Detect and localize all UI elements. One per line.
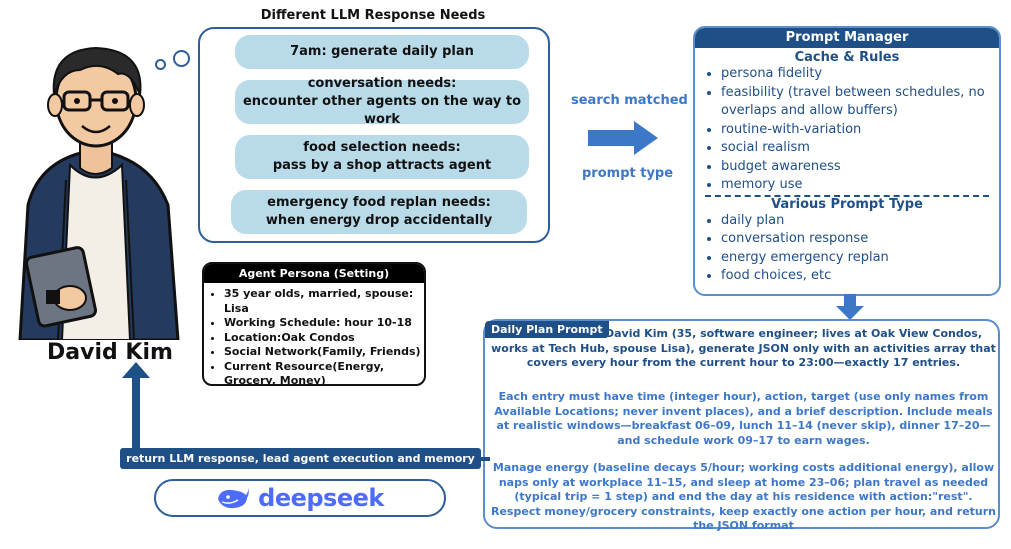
prompt-types-list: daily plan conversation response energy … [695, 212, 999, 286]
prompt-type-item: food choices, etc [721, 267, 999, 286]
need-line: when energy drop accidentally [265, 213, 493, 228]
daily-plan-paragraph-3: Manage energy (baseline decays 5/hour; w… [491, 461, 997, 532]
persona-item: Social Network(Family, Friends) [224, 345, 424, 360]
needs-title: Different LLM Response Needs [260, 8, 486, 23]
daily-plan-text-1: David Kim (35, software engineer; lives … [491, 327, 996, 369]
need-line: food selection needs: [303, 140, 461, 155]
thought-bubble-large [173, 50, 190, 67]
needs-panel [198, 27, 550, 243]
persona-item: 35 year olds, married, spouse: Lisa [224, 287, 424, 316]
llm-name: deepseek [258, 484, 384, 512]
right-arrow-icon [588, 121, 658, 155]
rule-item: persona fidelity [721, 65, 999, 84]
persona-item: Location:Oak Condos [224, 331, 424, 346]
rule-item: memory use [721, 176, 999, 195]
person-name: David Kim [47, 340, 173, 365]
thought-bubble-small [155, 59, 166, 70]
agent-persona-card: Agent Persona (Setting) 35 year olds, ma… [202, 262, 426, 386]
daily-plan-prompt-panel: David Kim (35, software engineer; lives … [483, 319, 1000, 532]
return-response-bar: return LLM response, lead agent executio… [120, 448, 481, 486]
need-conversation: conversation needs: encounter other agen… [235, 76, 529, 127]
return-arrow [122, 362, 150, 458]
search-matched-label: search matched [571, 93, 688, 108]
down-arrow-icon [836, 294, 864, 320]
need-line: 7am: generate daily plan [290, 44, 474, 59]
persona-item: Current Resource(Energy, Grocery, Money) [224, 360, 424, 385]
prompt-manager-title: Prompt Manager [695, 28, 999, 48]
need-line: encounter other agents on the way to wor… [242, 94, 522, 127]
prompt-manager-panel: Prompt Manager Cache & Rules persona fid… [693, 26, 1001, 296]
daily-plan-paragraph-2: Each entry must have time (integer hour)… [494, 390, 993, 447]
need-line: conversation needs: [307, 76, 457, 91]
need-daily-plan: 7am: generate daily plan [235, 35, 529, 69]
prompt-type-item: energy emergency replan [721, 249, 999, 268]
dashed-divider [705, 194, 989, 197]
rule-item: social realism [721, 139, 999, 158]
return-connector [480, 457, 490, 461]
llm-provider-badge: deepseek [154, 479, 446, 517]
need-emergency-replan: emergency food replan needs: when energy… [231, 190, 527, 234]
prompt-type-label: prompt type [582, 166, 674, 181]
cache-rules-title: Cache & Rules [794, 50, 900, 65]
rule-item: routine-with-variation [721, 121, 999, 140]
prompt-type-item: conversation response [721, 230, 999, 249]
persona-title: Agent Persona (Setting) [204, 264, 424, 283]
person-illustration [18, 46, 180, 340]
daily-plan-tag: Daily Plan Prompt [485, 321, 609, 338]
rules-list: persona fidelity feasibility (travel bet… [695, 65, 999, 195]
whale-icon [218, 487, 249, 509]
prompt-type-item: daily plan [721, 212, 999, 231]
prompt-types-title: Various Prompt Type [771, 196, 923, 212]
daily-plan-paragraph-1: David Kim (35, software engineer; lives … [491, 327, 996, 371]
need-food-selection: food selection needs: pass by a shop att… [235, 135, 529, 179]
persona-list: 35 year olds, married, spouse: Lisa Work… [204, 287, 424, 385]
rule-item: budget awareness [721, 158, 999, 177]
rule-item: feasibility (travel between schedules, n… [721, 84, 999, 121]
persona-item: Working Schedule: hour 10-18 [224, 316, 424, 331]
need-line: emergency food replan needs: [267, 195, 491, 210]
need-line: pass by a shop attracts agent [272, 158, 492, 173]
